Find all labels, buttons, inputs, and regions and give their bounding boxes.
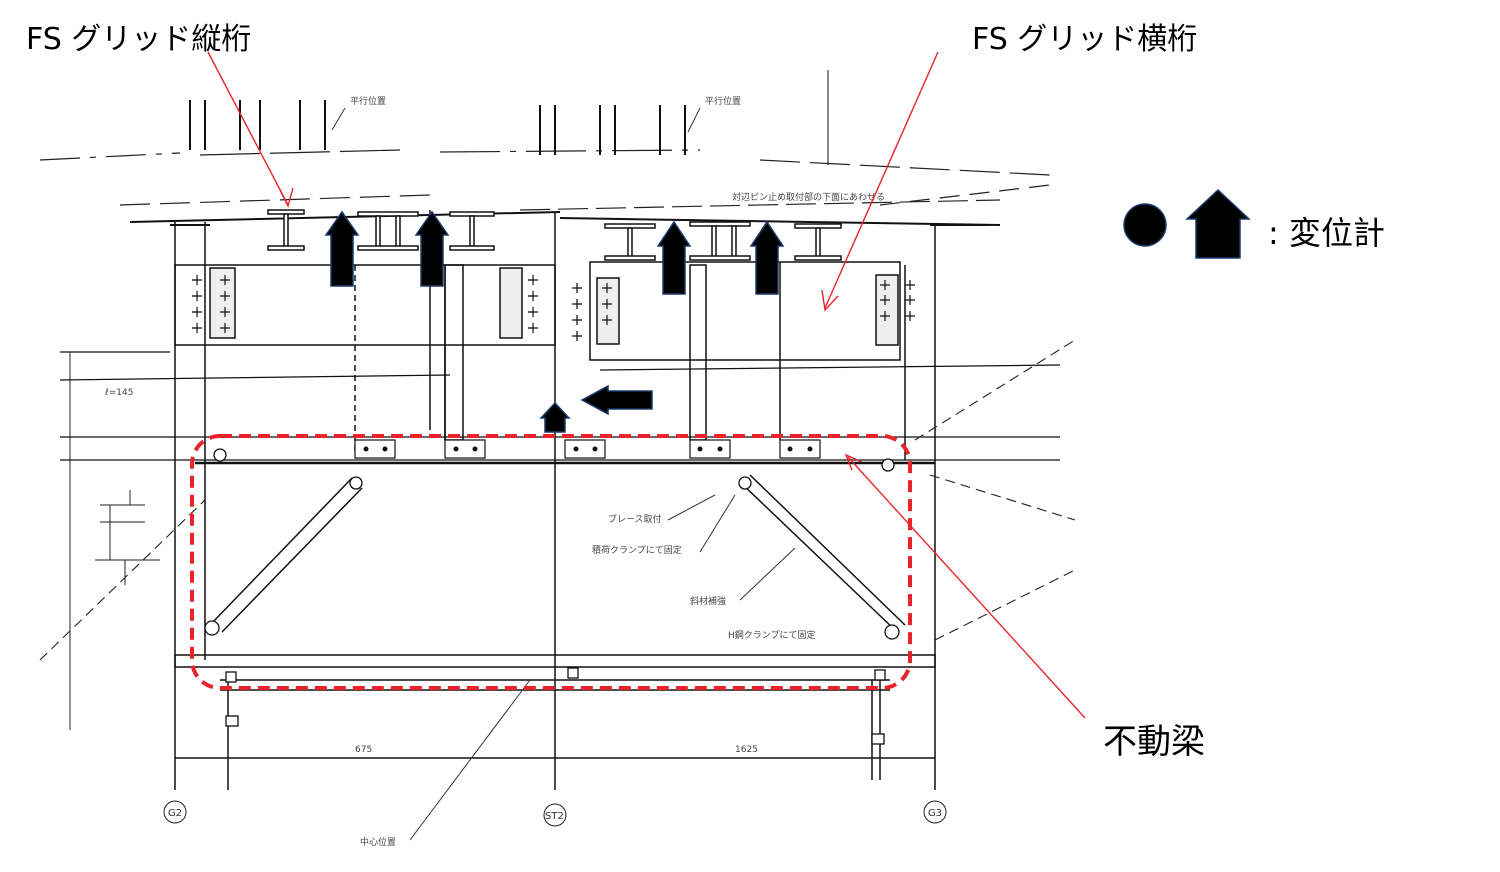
note-brace-1: ブレース取付: [608, 513, 662, 525]
transverse-girder-left: [174, 264, 556, 455]
gauge-arrow-3: [656, 220, 692, 295]
gauge-arrow-4: [749, 220, 785, 295]
main-frame: [174, 210, 936, 790]
grid-right: G3: [928, 808, 942, 819]
leader-lines: [331, 107, 796, 841]
band-bolts: [363, 446, 813, 452]
legend-label: : 変位計: [1268, 214, 1385, 252]
dim-note-left: ℓ=145: [104, 388, 133, 398]
band-plates: [354, 439, 821, 459]
girder-ledges: [129, 211, 1001, 226]
top-reference-lines: [39, 149, 1051, 211]
note-brace-3: 斜材補強: [690, 595, 726, 607]
note-top-left: 平行位置: [350, 95, 386, 107]
fixed-beam-outline: [190, 434, 912, 690]
diagonal-braces: [209, 474, 906, 633]
label-fixed-beam: 不動梁: [1103, 722, 1205, 762]
right-dashed-lines: [39, 339, 1076, 661]
gauge-dot-icon: [1123, 203, 1167, 247]
label-fs-grid-transverse: FS グリッド横桁: [972, 22, 1198, 57]
transverse-girder-right: [589, 261, 901, 440]
note-center-top: 対辺ピン止め取付部の下面にあわせる: [732, 191, 885, 203]
grid-left: G2: [168, 808, 182, 819]
gauge-arrow-icon: [1185, 188, 1251, 259]
gauge-arrow-2: [414, 210, 450, 287]
grid-markers: [163, 800, 947, 827]
gauge-arrow-5: [539, 401, 571, 433]
gauge-arrow-1: [324, 210, 360, 287]
dim-right: 1625: [735, 745, 758, 755]
note-top-right: 平行位置: [705, 95, 741, 107]
grid-center: ST2: [545, 811, 564, 822]
brace-gussets: [204, 448, 900, 745]
legend: [1123, 188, 1251, 259]
i-beams: [267, 209, 842, 261]
note-bottom: 中心位置: [360, 836, 396, 848]
left-dimensions: [69, 352, 160, 730]
dim-left: 675: [355, 745, 372, 755]
displacement-gauges: [324, 210, 785, 433]
bottom-beam: [174, 654, 936, 790]
red-leaders: [207, 51, 1086, 719]
note-brace-4: H鋼クランプにて固定: [728, 629, 816, 641]
bolt-marks: [192, 275, 915, 341]
top-fins: [189, 70, 829, 165]
label-fs-grid-longitudinal: FS グリッド縦桁: [26, 22, 252, 57]
gauge-arrow-6: [580, 384, 653, 416]
note-brace-2: 積荷クランプにて固定: [592, 544, 682, 556]
